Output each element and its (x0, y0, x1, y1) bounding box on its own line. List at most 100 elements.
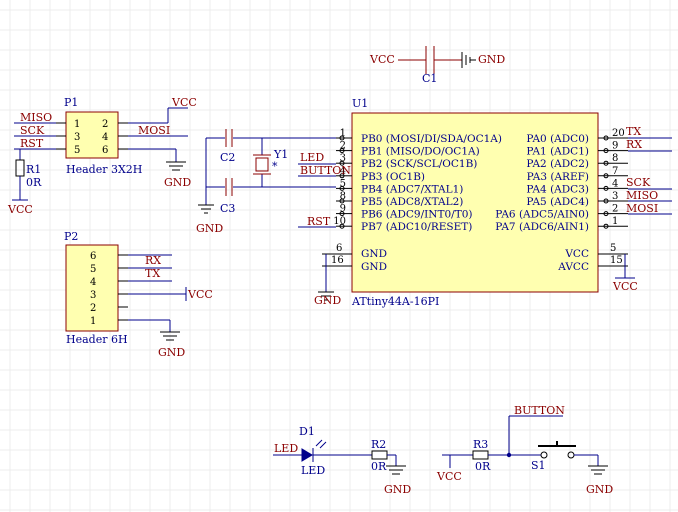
u1-pin-name: PA7 (ADC6/AIN1) (495, 221, 589, 233)
capacitor-c1[interactable]: C1 (398, 46, 462, 85)
p1-part: Header 3X2H (66, 163, 142, 176)
c3-ref: C3 (220, 202, 235, 215)
led-d1[interactable] (301, 439, 327, 462)
vcc-label-p1: VCC (171, 96, 197, 109)
u1-pin-end (339, 173, 345, 179)
u1-pin-number: 2 (340, 141, 346, 152)
u1-pin-name: PB2 (SCK/SCL/OC1B) (361, 158, 477, 170)
r1-value: 0R (26, 176, 42, 189)
u1-pin-end (603, 148, 609, 154)
u1-pin-name: PA5 (ADC4) (526, 196, 589, 208)
u1-pin-end (603, 198, 609, 204)
u1-pin-number: 8 (612, 153, 618, 164)
u1-net-mosi: MOSI (626, 202, 658, 215)
u1-pin-name: PA2 (ADC2) (526, 158, 589, 170)
u1-vcc-pin-num: 5 (610, 243, 616, 254)
u1-net-rst: RST (307, 215, 331, 228)
u1-pin-name: PB6 (ADC9/INT0/T0) (361, 209, 473, 221)
p2-pin-number: 2 (90, 303, 96, 314)
gnd-symbol-c1 (461, 52, 476, 68)
capacitor-c3[interactable] (225, 178, 233, 196)
r2-value: 0R (371, 460, 387, 473)
u1-pin-end (339, 198, 345, 204)
u1-pin-name: PB5 (ADC8/XTAL2) (361, 196, 463, 208)
u1-pin-name: PB1 (MISO/DO/OC1A) (361, 146, 480, 158)
p2-pin-number: 3 (90, 290, 96, 301)
p1-pin-label: 5 (74, 145, 80, 156)
p1-net-rst: RST (20, 137, 44, 150)
r1-ref: R1 (26, 163, 41, 176)
p2-net-tx: TX (145, 267, 160, 280)
u1-net-miso: MISO (626, 189, 658, 202)
vcc-label-p2: VCC (187, 288, 213, 301)
u1-gnd-pin-num: 6 (336, 243, 342, 254)
gnd-symbol-button (588, 465, 608, 475)
gnd-label-u1: GND (314, 294, 341, 307)
resistor-r2[interactable] (371, 450, 388, 460)
resistor-r3[interactable] (472, 450, 489, 460)
vcc-label-r1: VCC (7, 203, 33, 216)
u1-vcc-pin-name: VCC (564, 248, 589, 260)
u1-left-pins: 1 PB0 (MOSI/DI/SDA/OC1A) 2 PB1 (MISO/DO/OC1… (333, 128, 502, 233)
y1-mark: * (272, 160, 278, 173)
u1-pin-end (603, 211, 609, 217)
u1-pin-end (603, 223, 609, 229)
u1-pin-number: 1 (340, 128, 346, 139)
u1-pin-end (603, 173, 609, 179)
u1-pin-end (603, 135, 609, 141)
p1-pin-label: 4 (102, 132, 108, 143)
u1-pin-name: PA6 (ADC5/AIN0) (495, 209, 589, 221)
u1-pin-end (339, 211, 345, 217)
p1-pin-label: 6 (102, 145, 108, 156)
u1-pin-number: 2 (612, 204, 618, 215)
crystal-y1[interactable] (253, 154, 271, 175)
gnd-label-c1: GND (478, 53, 505, 66)
p2-pin-number: 4 (90, 277, 96, 288)
vcc-label-button: VCC (436, 470, 462, 483)
u1-pin-number: 8 (340, 191, 346, 202)
u1-gnd-pin-num: 16 (331, 255, 344, 266)
u1-pin-number: 4 (340, 166, 346, 177)
u1-gnd-pin-name: GND (361, 248, 387, 260)
p1-pin-label: 2 (102, 119, 108, 130)
p1-net-sck: SCK (20, 124, 45, 137)
u1-vcc-pin-name: AVCC (557, 261, 589, 273)
p2-pin-number: 1 (90, 316, 96, 327)
u1-pin-number: 7 (612, 166, 618, 177)
r2-ref: R2 (371, 438, 386, 451)
p1-ref: P1 (64, 96, 78, 109)
p1-body (65, 111, 119, 159)
d1-ref: D1 (299, 425, 315, 438)
p2-body (65, 244, 119, 332)
u1-gnd-pin-name: GND (361, 261, 387, 273)
gnd-label-p2: GND (158, 346, 185, 359)
capacitor-c2[interactable] (225, 129, 233, 147)
r3-value: 0R (475, 460, 491, 473)
p2-ref: P2 (64, 230, 78, 243)
resistor-r1[interactable] (15, 159, 25, 177)
u1-pin-number: 4 (612, 178, 618, 189)
u1-pin-number: 3 (612, 191, 618, 202)
u1-pin-end (339, 223, 345, 229)
u1-net-sck: SCK (626, 176, 651, 189)
u1-pin-name: PB0 (MOSI/DI/SDA/OC1A) (361, 133, 502, 145)
p1-net-mosi: MOSI (138, 124, 170, 137)
gnd-label-crystal: GND (196, 222, 223, 235)
p1-net-miso: MISO (20, 111, 52, 124)
u1-pin-number: 20 (612, 128, 625, 139)
gnd-symbol-p1 (166, 161, 186, 171)
y1-ref: Y1 (273, 148, 288, 161)
u1-pin-end (339, 160, 345, 166)
u1-pin-number: 10 (333, 216, 346, 227)
u1-pin-end (339, 148, 345, 154)
led-net-label: LED (274, 442, 298, 455)
u1-pin-number: 9 (612, 141, 618, 152)
u1-pin-number: 3 (340, 153, 346, 164)
gnd-label-p1: GND (164, 176, 191, 189)
u1-pin-name: PA4 (ADC3) (526, 183, 589, 195)
u1-pin-name: PA1 (ADC1) (526, 146, 589, 158)
u1-net-rx: RX (626, 138, 642, 151)
p2-part: Header 6H (66, 333, 128, 346)
